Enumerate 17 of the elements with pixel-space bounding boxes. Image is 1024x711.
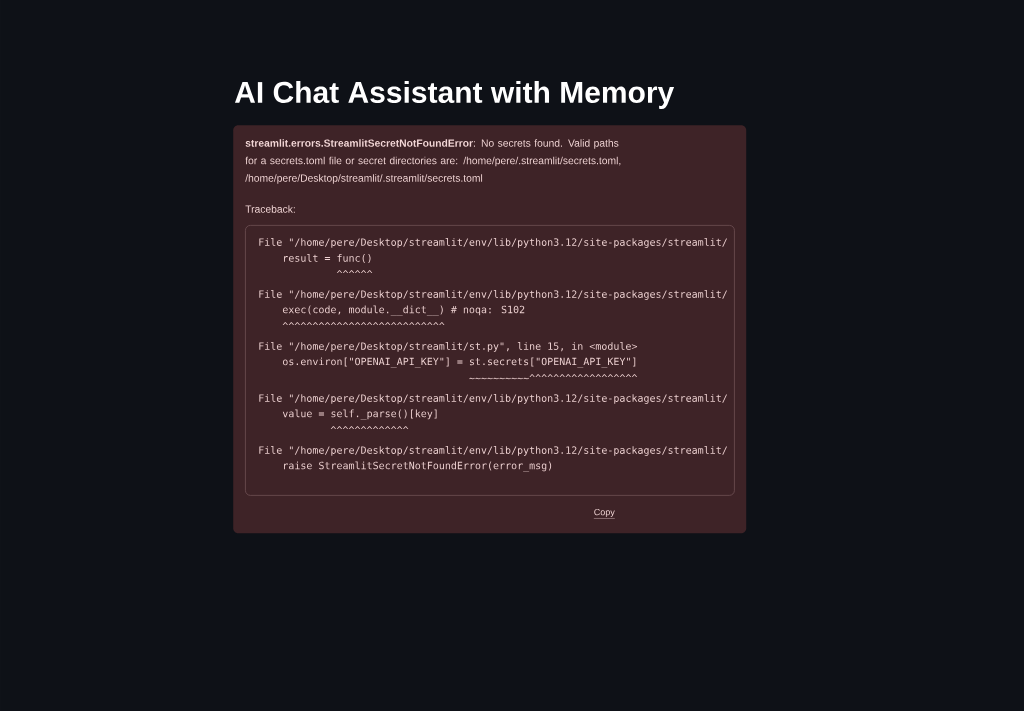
code-line: ^^^^^^^^^^^^^^^^^^^^^^^^^^^ [282,322,445,326]
code-line: File "/home/pere/Desktop/streamlit/env/lib/python3.12/site-packages/streamlit/ [259,446,727,456]
page-title: AI Chat Assistant with Memory [234,81,675,109]
code-line: File "/home/pere/Desktop/streamlit/st.py", line 15, in <module> [259,342,638,352]
code-line: os.environ["OPENAI_API_KEY"] = st.secrets["OPENAI_API_KEY"] [283,357,636,368]
code-line: exec(code, module.__dict__) # noqa: S102 [282,305,525,316]
code-line: ^^^^^^^^^^^^^ [330,426,409,430]
code-line: result = func() [284,254,371,263]
code-line: raise StreamlitSecretNotFoundError(error_msg) [284,461,552,472]
copy-link: Copy [593,508,615,519]
traceback-heading: Traceback: [245,205,295,213]
code-line: File "/home/pere/Desktop/streamlit/env/lib/python3.12/site-packages/streamlit/ [259,394,727,404]
code-line: ^^^^^^ [336,270,373,274]
code-line: File "/home/pere/Desktop/streamlit/env/lib/python3.12/site-packages/streamlit/ [259,290,727,300]
code-line: File "/home/pere/Desktop/streamlit/env/lib/python3.12/site-packages/streamlit/ [259,238,727,248]
code-line: ~~~~~~~~~~^^^^^^^^^^^^^^^^^^ [469,374,638,380]
code-line: value = self._parse()[key] [282,409,437,420]
